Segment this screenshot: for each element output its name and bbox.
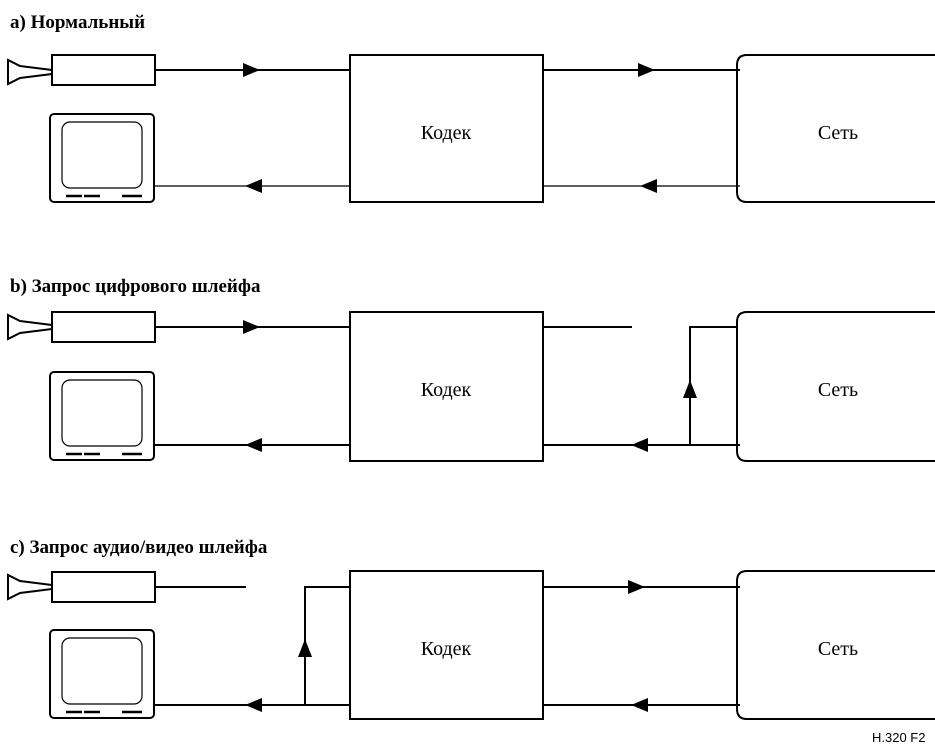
codec-label: Кодек (421, 379, 472, 401)
codec-label: Кодек (421, 122, 472, 144)
section-title: c) Запрос аудио/видео шлейфа (10, 537, 268, 558)
codec-box: Кодек (349, 54, 544, 203)
camera-icon (7, 311, 156, 343)
section-av-loopback: c) Запрос аудио/видео шлейфа Кодек Сеть (7, 537, 935, 720)
arrowhead-icon (245, 698, 262, 712)
section-digital-loopback: b) Запрос цифрового шлейфа Кодек Сеть (7, 276, 935, 462)
section-title: a) Нормальный (10, 12, 145, 33)
arrowhead-icon (631, 438, 648, 452)
camera-icon (7, 54, 156, 86)
monitor-icon (49, 371, 155, 461)
codec-label: Кодек (421, 638, 472, 660)
monitor-icon (49, 113, 155, 203)
codec-box: Кодек (349, 570, 544, 720)
arrowhead-icon (245, 438, 262, 452)
network-label: Сеть (818, 638, 858, 660)
arrowhead-icon (628, 580, 645, 594)
loopback-path (689, 326, 737, 445)
network-box: Сеть (736, 54, 935, 203)
arrowhead-icon (243, 320, 260, 334)
loopback-path (304, 586, 350, 705)
arrowhead-icon (245, 179, 262, 193)
section-title: b) Запрос цифрового шлейфа (10, 276, 261, 297)
network-box: Сеть (736, 311, 935, 462)
network-label: Сеть (818, 379, 858, 401)
section-normal: a) Нормальный Кодек Сеть (7, 12, 935, 203)
codec-box: Кодек (349, 311, 544, 462)
arrowhead-icon (640, 179, 657, 193)
network-box: Сеть (736, 570, 935, 720)
arrowhead-icon (298, 639, 312, 657)
figure-id: H.320 F2 (872, 730, 925, 745)
arrowhead-icon (243, 63, 260, 77)
arrowhead-icon (683, 380, 697, 398)
monitor-icon (49, 629, 155, 719)
arrowhead-icon (631, 698, 648, 712)
camera-icon (7, 571, 156, 603)
arrowhead-icon (638, 63, 655, 77)
network-label: Сеть (818, 122, 858, 144)
